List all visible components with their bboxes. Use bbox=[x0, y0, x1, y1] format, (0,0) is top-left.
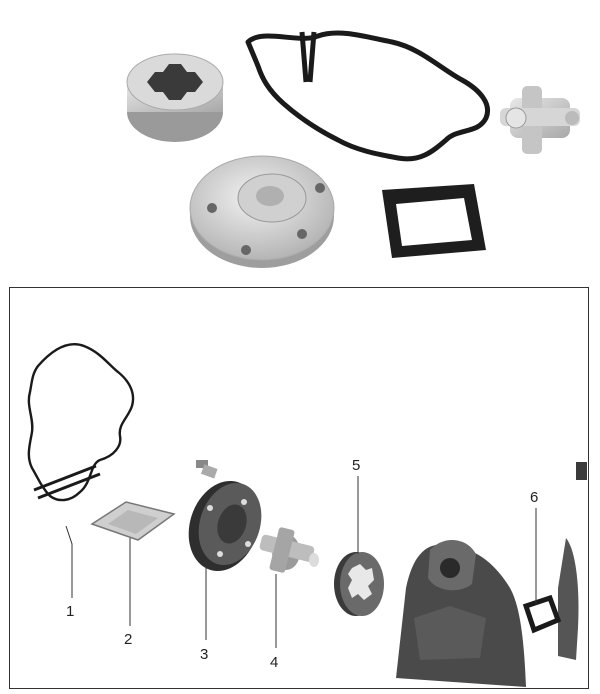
callout-4: 4 bbox=[270, 654, 278, 671]
callout-2: 2 bbox=[124, 631, 132, 648]
callout-5: 5 bbox=[352, 457, 360, 474]
part-6-seal bbox=[522, 594, 562, 634]
part-2-square-gasket bbox=[90, 501, 176, 541]
callout-1: 1 bbox=[66, 603, 74, 620]
callout-leaders bbox=[65, 476, 537, 648]
pump-cover-photo bbox=[189, 155, 335, 268]
leader-1 bbox=[65, 525, 73, 598]
exploded-diagram: 1 2 3 4 5 6 bbox=[9, 287, 589, 689]
large-gasket-photo bbox=[245, 30, 490, 162]
parts-photo bbox=[0, 0, 600, 280]
part-4-inner-rotor bbox=[259, 527, 319, 573]
part-1-gasket bbox=[27, 343, 135, 502]
square-gasket-photo bbox=[382, 184, 486, 258]
inner-rotor-photo bbox=[500, 86, 580, 154]
outer-rotor-photo bbox=[126, 53, 224, 142]
callout-3: 3 bbox=[200, 646, 208, 663]
part-5-outer-rotor bbox=[334, 552, 384, 616]
callout-6: 6 bbox=[530, 489, 538, 506]
bolt bbox=[196, 460, 218, 479]
pump-housing bbox=[396, 462, 587, 687]
part-3-pump-cover bbox=[188, 481, 262, 571]
